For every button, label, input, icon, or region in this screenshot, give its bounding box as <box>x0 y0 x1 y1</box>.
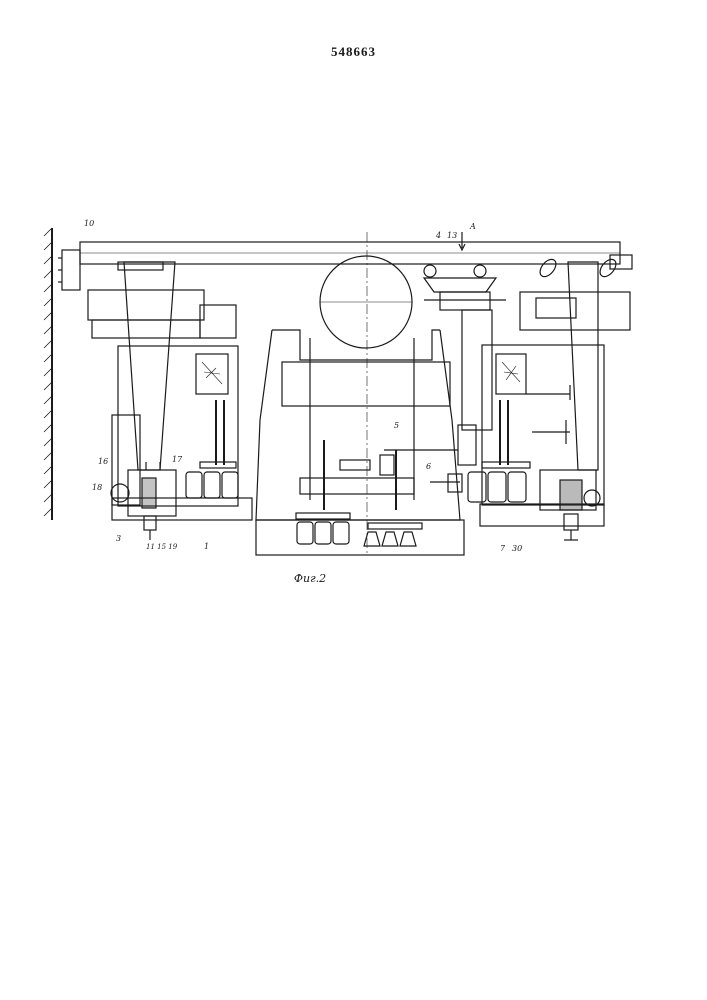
label-13: 13 <box>447 231 457 240</box>
left-bottle-carrier <box>186 400 238 498</box>
label-30: 30 <box>512 544 522 553</box>
wall-hatching <box>44 228 52 520</box>
label-1: 1 <box>204 542 209 551</box>
label-6: 6 <box>426 462 431 471</box>
label-17: 17 <box>172 455 183 464</box>
top-rail <box>58 242 632 290</box>
center-bottle-groups <box>296 513 422 546</box>
left-tapered-arm <box>118 262 175 470</box>
left-clamp <box>111 462 252 540</box>
label-11-15-19: 11 15 19 <box>146 543 178 551</box>
label-5: 5 <box>394 421 399 430</box>
right-gripper-head <box>424 232 506 465</box>
figure-caption: Фиг.2 <box>270 572 350 585</box>
center-press <box>256 232 464 555</box>
label-4: 4 <box>435 231 441 240</box>
right-bottle-carrier <box>384 400 570 502</box>
right-tapered-arm <box>537 256 619 470</box>
label-7: 7 <box>500 544 506 553</box>
label-3: 3 <box>116 534 121 543</box>
label-18: 18 <box>92 483 102 492</box>
label-A: A <box>469 222 476 231</box>
label-16: 16 <box>98 457 108 466</box>
right-cabinet <box>482 292 630 505</box>
left-slabs <box>88 290 236 338</box>
label-10: 10 <box>84 219 94 228</box>
